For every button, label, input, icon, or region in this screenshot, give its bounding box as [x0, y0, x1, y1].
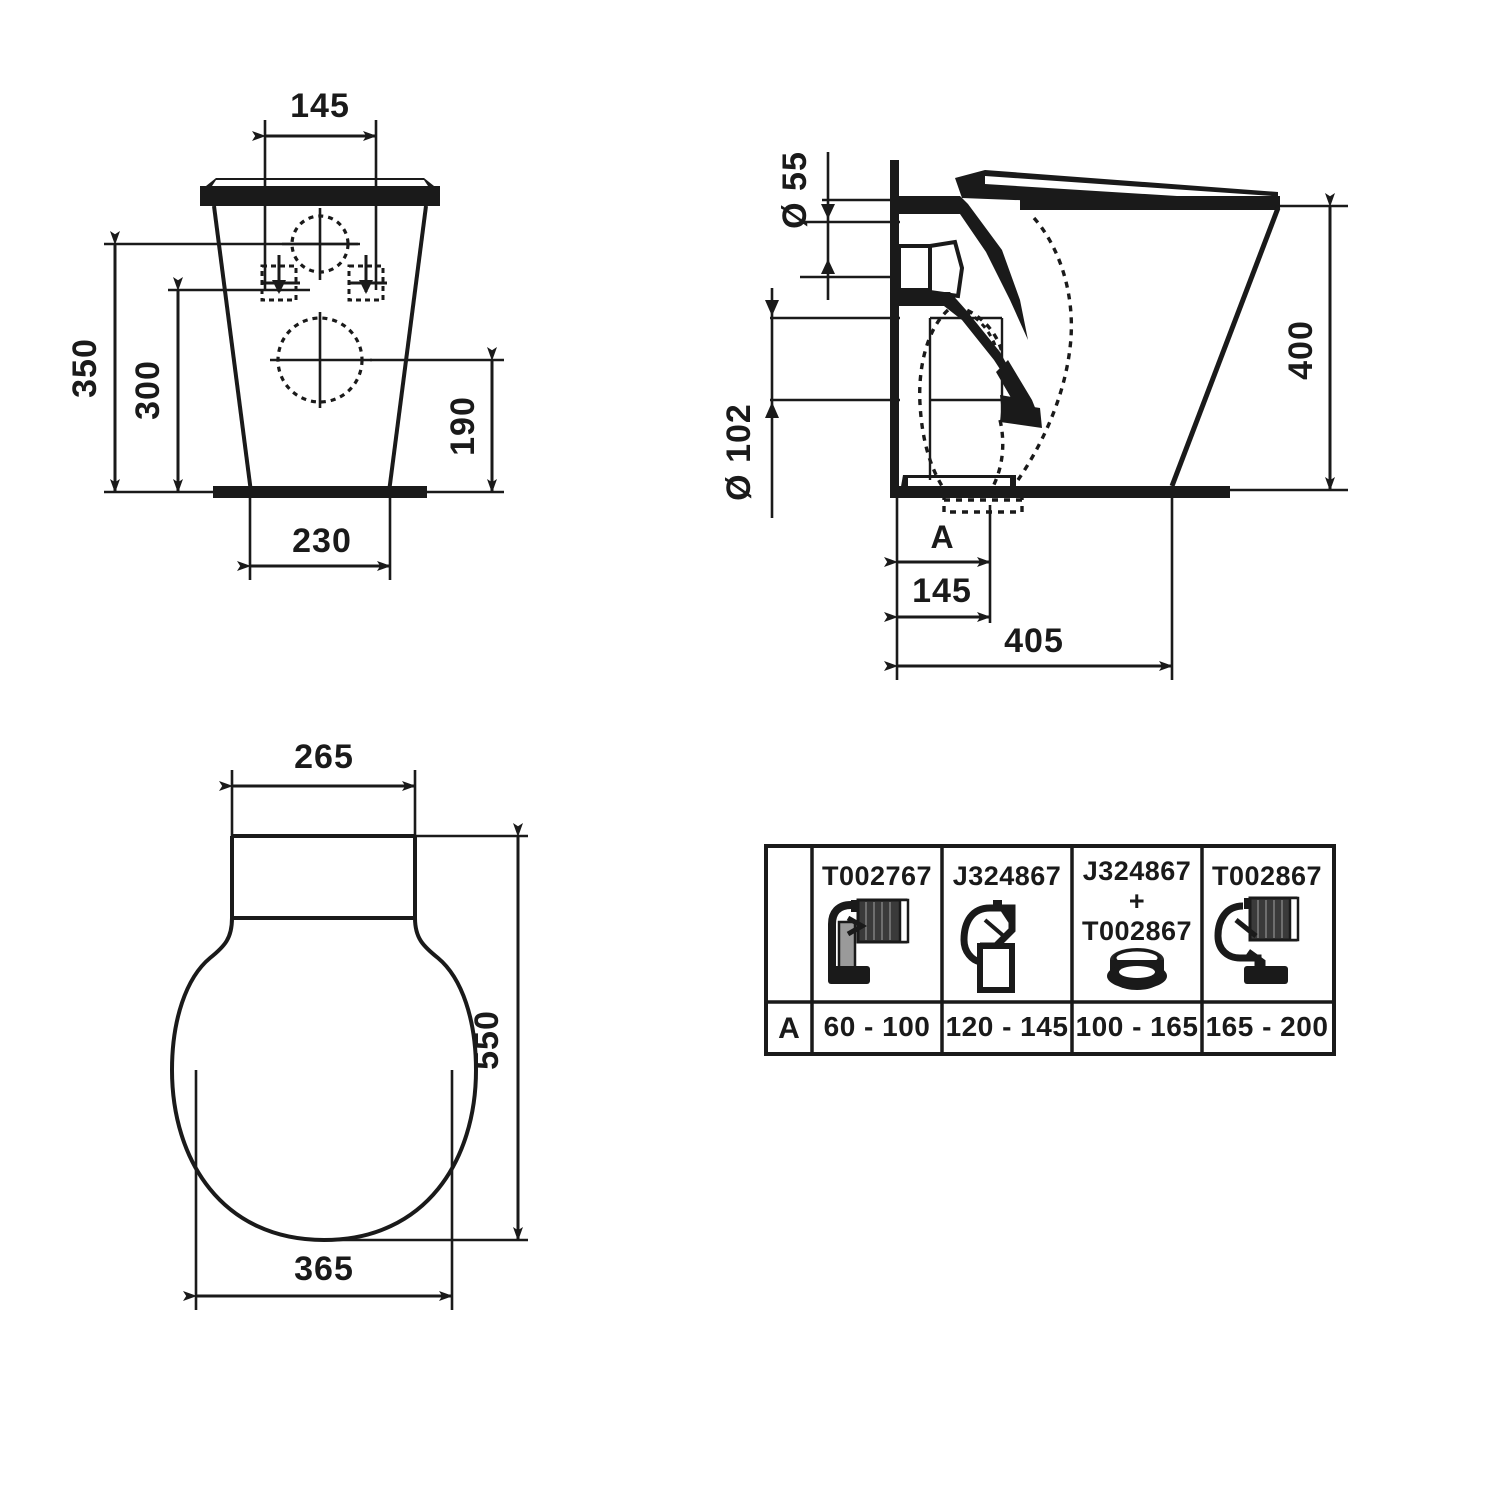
side-hidden-inner-bowl: [965, 310, 1002, 367]
dimension-front-190: 190: [370, 347, 504, 494]
table-value-text: 120 - 145: [946, 1011, 1069, 1042]
side-seat-lid: [955, 170, 1280, 210]
dimension-front-230: 230: [237, 486, 392, 580]
table-column-3: J324867 + T002867 100 - 165: [1076, 856, 1199, 1042]
dimension-plan-265: 265: [219, 738, 417, 918]
long-offset-connector-icon: [1214, 896, 1300, 984]
side-internal-profile: [897, 196, 1230, 498]
dimension-label: 230: [292, 522, 352, 560]
dimension-front-145: 145: [252, 87, 378, 290]
dimension-label: 365: [294, 1250, 354, 1288]
table-header-text: T002867: [1212, 861, 1322, 891]
dimension-front-350: 350: [66, 231, 360, 494]
dimension-label: 145: [290, 87, 350, 125]
front-fixing-point-right: [347, 255, 387, 302]
table-column-2: J324867 120 - 145: [946, 861, 1069, 1042]
front-fixing-point-left: [260, 255, 300, 302]
dimension-plan-365: 365: [183, 1070, 454, 1310]
table-header-text: J324867: [953, 861, 1062, 891]
table-value-text: 60 - 100: [824, 1011, 931, 1042]
dimension-label: 190: [444, 396, 482, 456]
dimension-side-145: 145: [884, 572, 991, 622]
dimension-side-d102: Ø 102: [720, 288, 900, 518]
dimension-label: 265: [294, 738, 354, 776]
table-row-label: A: [778, 1012, 800, 1045]
dimension-label: 550: [468, 1010, 506, 1070]
dimension-label: 350: [66, 338, 104, 398]
dimension-front-300: 300: [129, 277, 310, 493]
front-outlet-circle: [270, 312, 372, 408]
dimension-side-d55: Ø 55: [776, 151, 900, 300]
side-hidden-trap-outline: [918, 216, 1074, 514]
front-base-slab: [213, 486, 427, 498]
side-wall-line: [890, 160, 899, 498]
dimension-label: A: [930, 519, 953, 555]
seal-ring-connector-icon: [1107, 948, 1167, 990]
dimension-plan-550: 550: [330, 823, 528, 1242]
offset-connector-icon: [828, 898, 910, 984]
table-header-text: J324867: [1083, 856, 1192, 886]
dimension-label: 405: [1004, 622, 1064, 660]
table-column-1: T002767 60 - 100: [822, 861, 932, 1042]
dimension-label: 300: [129, 360, 167, 420]
side-bowl-outline: [1169, 207, 1281, 487]
table-header-text: T002867: [1082, 916, 1192, 946]
table-value-text: 100 - 165: [1076, 1011, 1199, 1042]
front-seat-lid: [200, 178, 440, 206]
dimension-side-405: 405: [884, 494, 1174, 680]
side-section-view: Ø 55 Ø 102 400 A 145: [720, 151, 1348, 680]
front-bowl-outline: [212, 205, 428, 493]
front-elevation-view: 145 350 300 190 230: [66, 87, 504, 580]
dimension-label: Ø 102: [720, 403, 758, 501]
side-inner-construction-lines: [928, 316, 1004, 480]
straight-bend-connector-icon: [960, 900, 1016, 993]
table-value-text: 165 - 200: [1206, 1011, 1329, 1042]
dimension-label: Ø 55: [776, 151, 814, 229]
dimension-label: 400: [1282, 320, 1320, 380]
dimension-side-400: 400: [1228, 193, 1348, 492]
dimension-side-A: A: [884, 498, 992, 680]
connector-selection-table: A T002767 60 - 100 J324867: [764, 844, 1336, 1056]
table-header-text: T002767: [822, 861, 932, 891]
table-column-4: T002867 165 - 200: [1206, 861, 1329, 1042]
plan-view: 265 550 365: [169, 738, 528, 1310]
dimension-label: 145: [912, 572, 972, 610]
table-header-plus: +: [1129, 886, 1145, 916]
plan-seat-outline: [169, 916, 479, 1243]
